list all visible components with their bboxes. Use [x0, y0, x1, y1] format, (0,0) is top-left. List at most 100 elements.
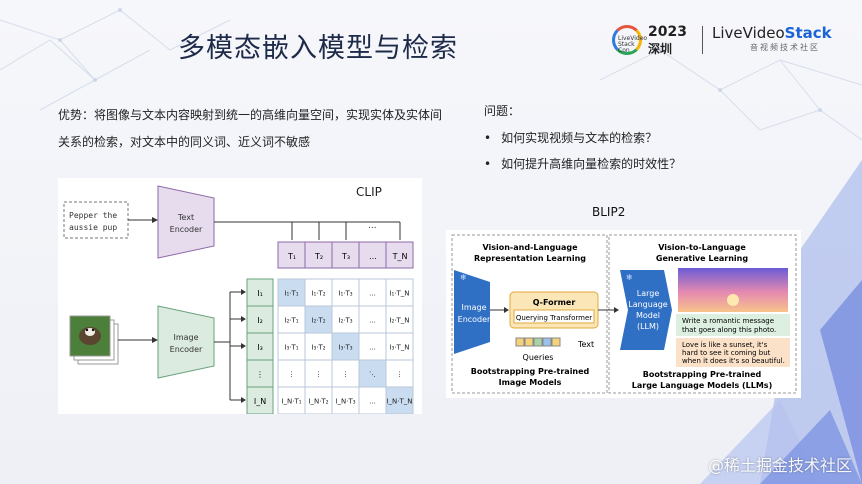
matrix-cell — [277, 359, 306, 388]
matrix-cell — [385, 332, 414, 361]
blip2-svg: Vision-and-Language Representation Learn… — [451, 234, 797, 394]
matrix-cell-label: ⋮ — [396, 371, 403, 379]
llm — [620, 270, 672, 350]
blip2-diagram: Vision-and-Language Representation Learn… — [446, 230, 801, 398]
event-logo: LiveVideo Stack Con 2023 深圳 LiveVideoSta… — [612, 24, 832, 58]
matrix-cell-label: I_N·T₁ — [281, 398, 301, 406]
image-input-stack — [69, 315, 119, 365]
matrix-cell-label: I_N·T₂ — [308, 398, 328, 406]
matrix-cell-label: I₃·T_N — [389, 344, 409, 352]
qformer-sub: Querying Transformer — [516, 314, 592, 322]
matrix-cell — [385, 305, 414, 334]
question-item: 如何提升高维向量检索的时效性？ — [484, 151, 681, 177]
slide-title: 多模态嵌入模型与检索 — [178, 33, 458, 64]
advantage-text: 优势：将图像与文本内容映射到统一的高维向量空间，实现实体及实体间关系的检索，对文… — [58, 108, 443, 149]
i-label: I₁ — [257, 289, 263, 298]
logo-year: 2023 — [648, 24, 687, 40]
matrix-cell-label: I₁·T₁ — [284, 290, 298, 298]
image-encoder-label: Image — [173, 333, 198, 342]
matrix-cell — [277, 305, 306, 334]
matrix-cell-label: ⋮ — [315, 371, 322, 379]
i-label: I_N — [254, 397, 266, 406]
matrix-cell-label: I_N·T₃ — [335, 398, 355, 406]
llm-label: Language — [628, 300, 668, 309]
t-label: T₂ — [314, 252, 323, 261]
logo-brand: LiveVideoStack — [712, 24, 832, 42]
text-input-line: aussie pup — [69, 223, 117, 232]
arrow-head — [152, 217, 158, 223]
image-encoder — [157, 305, 215, 379]
matrix-cell — [358, 386, 387, 415]
i-label: I₃ — [257, 343, 263, 352]
matrix-cell-label: I_N·T_N — [386, 398, 412, 406]
prompt-line: Write a romantic message — [682, 317, 774, 325]
matrix-cell — [331, 305, 360, 334]
matrix-cell — [385, 359, 414, 388]
matrix-cell-label: ⋮ — [342, 371, 349, 379]
snowflake-icon: ❄ — [626, 273, 633, 282]
queries-label: Queries — [523, 353, 554, 362]
matrix-cell-label: I₁·T_N — [389, 290, 409, 298]
matrix-cell-label: I₂·T₂ — [311, 317, 325, 325]
i-label: I₂ — [257, 316, 263, 325]
i-vector-col: I₁ I₂ I₃ ⋮ I_N — [246, 278, 274, 415]
right-panel — [608, 234, 797, 394]
blip-image-encoder-label: Image — [461, 303, 486, 312]
matrix-cell-label: I₂·T_N — [389, 317, 409, 325]
matrix-cell-label: I₁·T₃ — [338, 290, 352, 298]
matrix-cell — [277, 332, 306, 361]
left-caption: Image Models — [499, 378, 562, 387]
matrix-cell-label: I₃·T₂ — [311, 344, 325, 352]
matrix-cell-label: I₂·T₁ — [284, 317, 298, 325]
blip-image-encoder-label: Encoder — [458, 315, 491, 324]
prompt-box — [676, 314, 790, 336]
matrix-cell — [358, 332, 387, 361]
response-line: when it does it's so beautiful. — [682, 357, 785, 365]
matrix-cell — [304, 386, 333, 415]
matrix-cell-label: ⋮ — [288, 371, 295, 379]
qformer-title: Q-Former — [533, 298, 576, 307]
response-box — [676, 338, 790, 367]
prompt-line: that goes along this photo. — [682, 326, 776, 334]
matrix-cell-label: I₃·T₃ — [338, 344, 352, 352]
svg-text:...: ... — [368, 221, 377, 231]
clip-label: CLIP — [356, 185, 382, 199]
i-arrowheads — [241, 289, 246, 403]
t-label: ... — [369, 252, 377, 261]
matrix-cell-label: ... — [369, 290, 376, 298]
matrix-cell-label: ... — [369, 344, 376, 352]
matrix-cell-label: I₃·T₁ — [284, 344, 298, 352]
right-title: Vision-to-Language — [658, 243, 746, 252]
left-title: Representation Learning — [474, 254, 586, 263]
matrix-cell — [358, 305, 387, 334]
right-caption: Large Language Models (LLMs) — [632, 381, 772, 390]
blip2-label: BLIP2 — [592, 205, 626, 219]
logo-city: 深圳 — [648, 42, 673, 56]
matrix-cell — [304, 278, 333, 307]
text-encoder-label: Encoder — [170, 225, 203, 234]
question-list: 如何实现视频与文本的检索？ 如何提升高维向量检索的时效性？ — [484, 125, 681, 177]
matrix-cell — [331, 386, 360, 415]
t-vector-row: T₁ T₂ T₃ ... T_N — [277, 241, 414, 269]
arrow-head — [152, 337, 158, 343]
logo-tagline: 音视频技术社区 — [750, 43, 820, 52]
image-encoder-label: Encoder — [170, 345, 203, 354]
t-label: T_N — [392, 252, 408, 261]
response-line: hard to see it coming but — [682, 349, 771, 357]
right-title: Generative Learning — [656, 254, 748, 263]
query-tokens — [515, 337, 561, 347]
llm-label: (LLM) — [637, 322, 659, 331]
matrix-cell-label: ... — [369, 317, 376, 325]
watermark: @稀土掘金技术社区 — [707, 456, 852, 475]
question-item: 如何实现视频与文本的检索？ — [484, 125, 681, 151]
clip-svg: CLIP Pepper the aussie pup Text Encoder … — [63, 185, 414, 415]
i-arrows — [230, 291, 243, 401]
matrix-cell-label: ⋱ — [369, 371, 376, 379]
t-label: T₃ — [341, 252, 350, 261]
question-title: 问题： — [484, 104, 521, 118]
right-caption: Bootstrapping Pre-trained — [643, 370, 762, 379]
matrix-cell-diagonal — [277, 278, 306, 307]
